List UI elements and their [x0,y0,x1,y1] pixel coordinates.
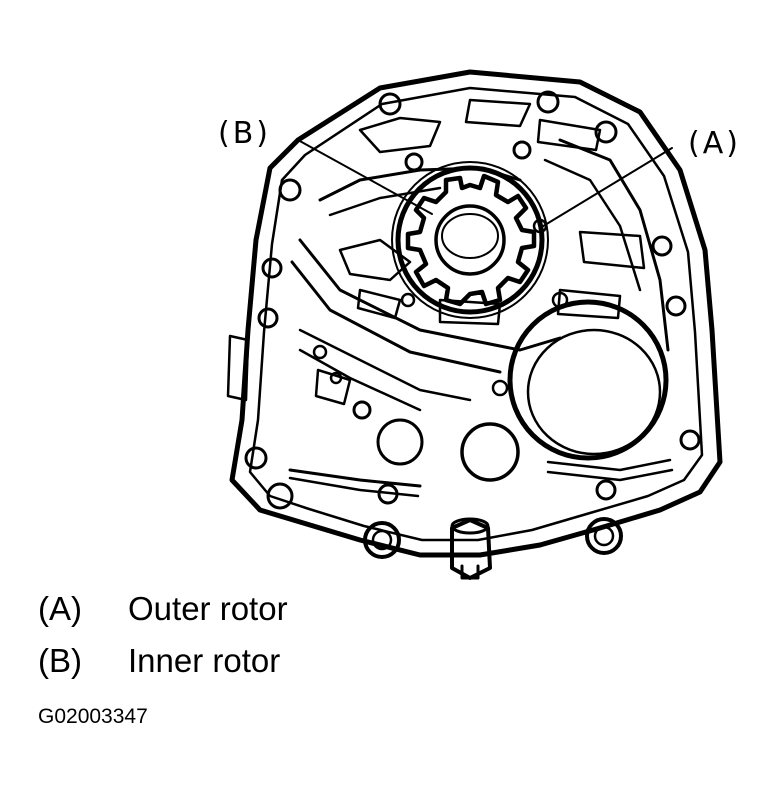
callout-b-label: (B) [218,116,271,151]
legend-text: Outer rotor [128,590,288,627]
oil-pump-housing-drawing [226,69,723,580]
callout-a-label: (A) [688,126,741,161]
figure-id: G02003347 [38,705,148,728]
leader-line-b [297,139,433,215]
legend-key: (B) [38,642,82,679]
large-bore [507,299,669,461]
outer-rotor [395,165,545,315]
legend-row-inner-rotor: (B) Inner rotor [38,642,280,680]
legend-text: Inner rotor [128,642,281,679]
legend-row-outer-rotor: (A) Outer rotor [38,590,288,628]
leader-line-a [539,147,673,229]
housing-outline [229,69,723,558]
legend-key: (A) [38,590,82,627]
inner-rotor [405,173,537,307]
